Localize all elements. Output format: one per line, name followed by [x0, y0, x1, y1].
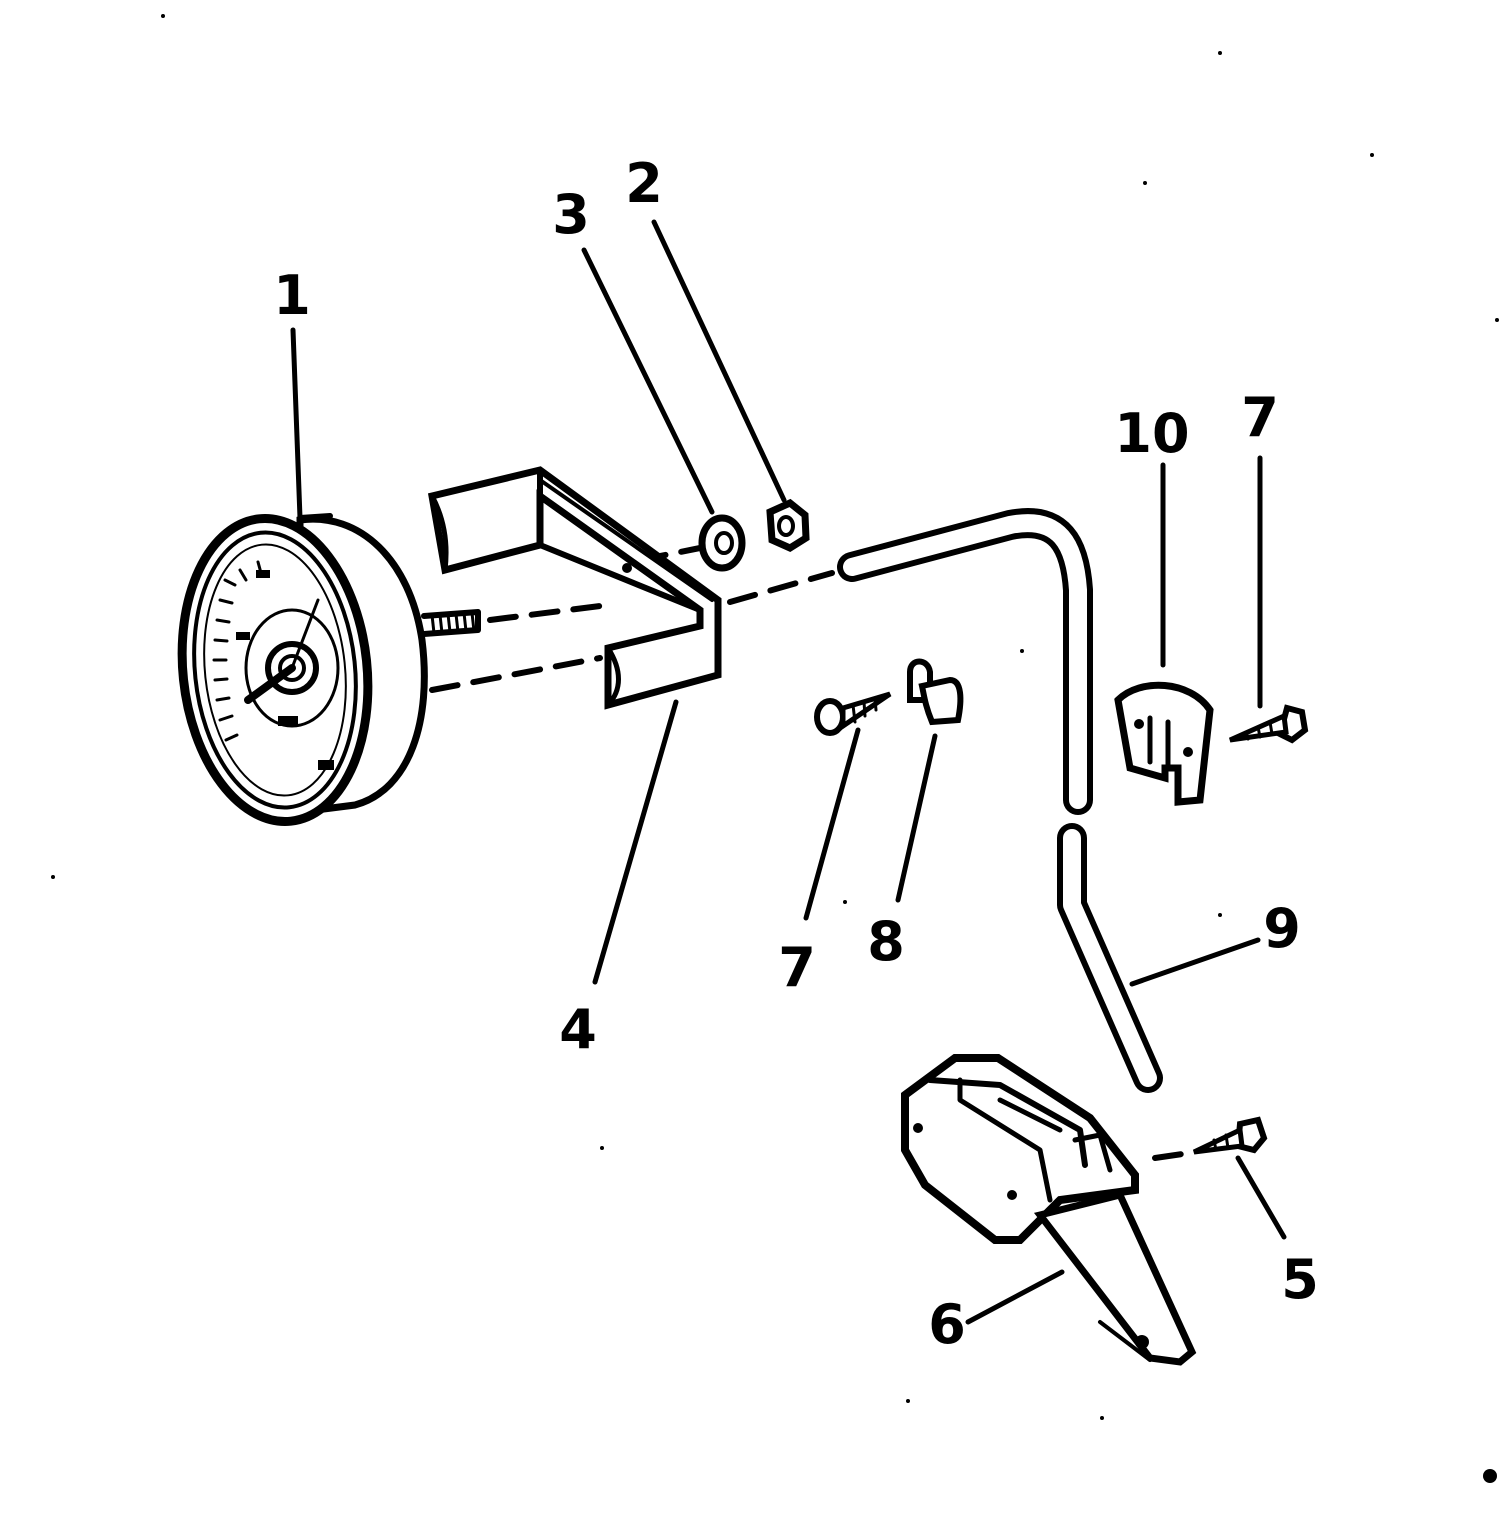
part-6-sender — [901, 1054, 1197, 1366]
leader-2 — [651, 219, 787, 503]
part-2-nut — [766, 498, 810, 552]
leader-4 — [592, 699, 679, 985]
leader-7a — [803, 727, 861, 921]
part-9-cable — [837, 508, 1163, 1093]
part-1-gauge — [177, 513, 481, 826]
callout-5: 5 — [1281, 1248, 1319, 1311]
callout-7-right: 7 — [1241, 386, 1279, 449]
scan-specks — [51, 14, 1499, 1483]
callout-1: 1 — [273, 264, 311, 327]
leader-9 — [1129, 937, 1261, 987]
leader-8 — [895, 733, 938, 903]
leader-5 — [1235, 1155, 1287, 1240]
callout-9: 9 — [1263, 897, 1301, 960]
part-8-clip — [907, 658, 964, 726]
callout-3: 3 — [552, 183, 590, 246]
callout-7-left: 7 — [778, 936, 816, 999]
callout-4: 4 — [559, 998, 597, 1061]
part-3-washer — [698, 514, 746, 572]
callout-6: 6 — [928, 1293, 966, 1356]
leader-1 — [290, 327, 303, 521]
leader-6 — [965, 1269, 1065, 1325]
part-4-bracket — [427, 466, 722, 710]
callout-10: 10 — [1114, 402, 1190, 465]
leader-lines — [290, 219, 1287, 1325]
callout-8: 8 — [867, 910, 905, 973]
part-7-screw-right — [1228, 704, 1309, 744]
callout-2: 2 — [625, 152, 663, 215]
part-10-plate — [1114, 681, 1214, 806]
part-5-screw — [1192, 1116, 1268, 1155]
leader-3 — [581, 247, 715, 515]
part-7-screw-left — [814, 691, 892, 736]
